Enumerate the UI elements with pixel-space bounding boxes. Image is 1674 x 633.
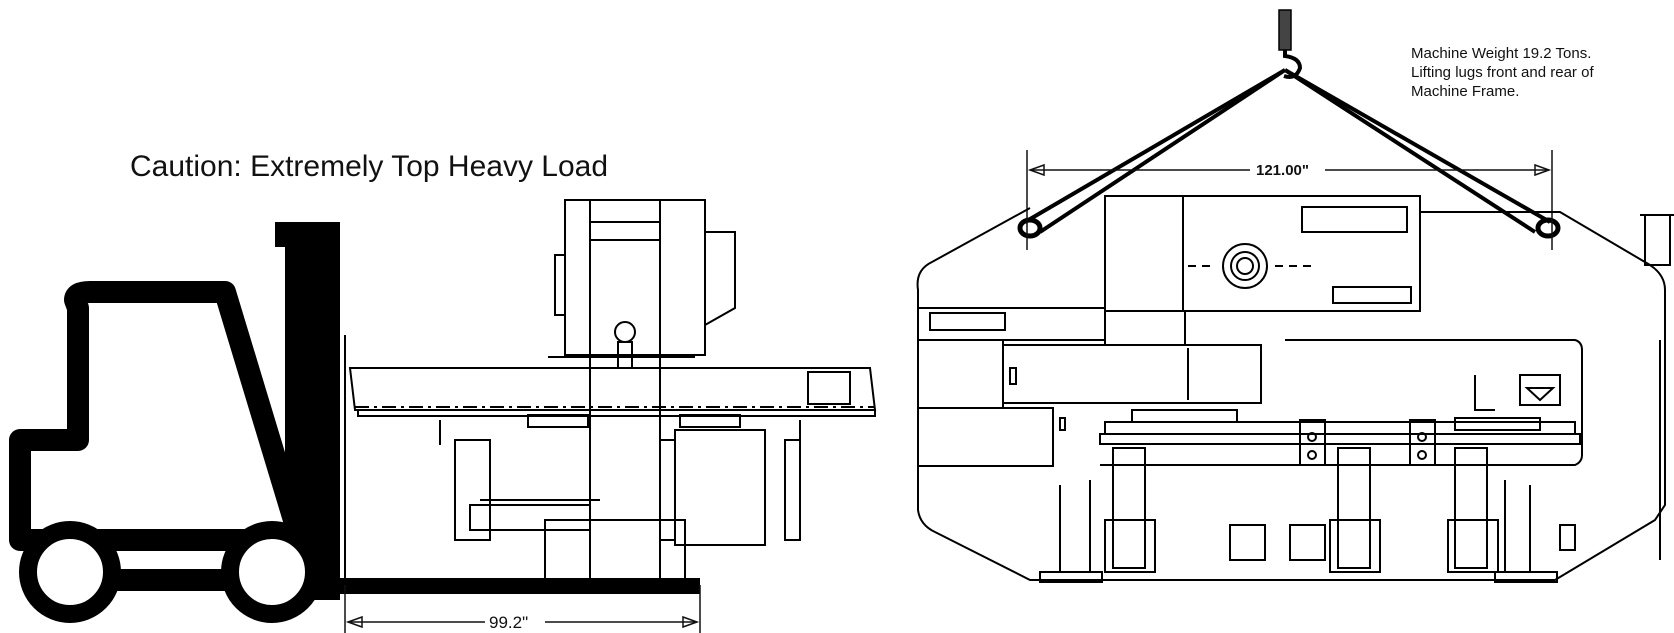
machine-front-view [916, 195, 1674, 583]
machine-side-view [344, 199, 877, 591]
lifting-slings [1017, 68, 1561, 239]
weight-note-line-3: Machine Frame. [1411, 83, 1520, 100]
sling-span-label: 121.00" [1256, 162, 1309, 179]
forklift-length-label: 99.2" [489, 613, 528, 632]
caution-label: Caution: Extremely Top Heavy Load [130, 150, 609, 183]
machine-weight-note: Machine Weight 19.2 Tons. Lifting lugs f… [1411, 44, 1594, 101]
dimension-sling-span [1026, 150, 1553, 250]
lifting-hook [1278, 9, 1303, 79]
forklift-silhouette [9, 222, 700, 623]
weight-note-line-1: Machine Weight 19.2 Tons. [1411, 45, 1592, 62]
dimension-forklift-length [344, 585, 701, 633]
weight-note-line-2: Lifting lugs front and rear of [1411, 64, 1594, 81]
